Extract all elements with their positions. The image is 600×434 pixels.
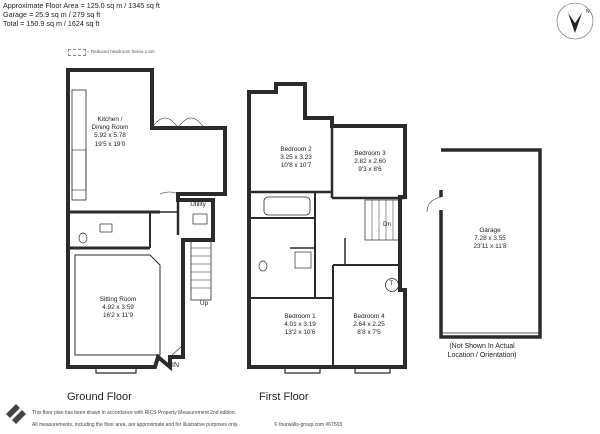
ground-floor-plan [66,68,227,374]
room-bedroom-3: Bedroom 3 2.82 x 2.60 9'3 x 8'6 [354,150,386,174]
footer-disclaimer: All measurements, including the floor ar… [32,422,239,428]
room-kitchen-dining: Kitchen / Dining Room 5.92 x 5.78 19'5 x… [91,116,129,148]
tank-marker: T [389,281,394,287]
svg-text:N: N [586,9,590,15]
garage-location-note: (Not Shown In Actual Location / Orientat… [447,343,517,359]
footer-rics-note: This floor plan has been drawn in accord… [32,410,236,416]
fourwalls-logo-icon [6,404,26,424]
stairs-down-marker: Dn [383,221,392,228]
room-bedroom-2: Bedroom 2 3.25 x 3.23 10'8 x 10'7 [280,146,312,170]
area-garage: Garage = 25.9 sq m / 279 sq ft [3,10,101,19]
garage-plan [426,148,542,339]
footer-copyright: © fourwalls-group.com #67503 [274,422,343,428]
compass-north-arrow-icon: N [556,2,594,40]
entrance-marker: IN [172,362,179,369]
room-utility: Utility [190,201,206,208]
room-sitting: Sitting Room 4.92 x 3.59 16'2 x 11'9 [99,296,137,320]
first-floor-plan [247,82,407,374]
legend-text: = Reduced headroom below 1.5m [87,48,155,54]
stairs-up-marker: Up [200,300,209,307]
legend-swatch [68,49,86,56]
room-bedroom-4: Bedroom 4 2.64 x 2.25 8'8 x 7'5 [353,313,385,337]
room-garage: Garage 7.28 x 3.55 23'11 x 11'8 [473,227,507,251]
area-grand-total: Total = 150.9 sq m / 1624 sq ft [3,19,100,28]
area-approx-total: Approximate Floor Area = 125.0 sq m / 13… [3,1,160,10]
first-floor-label: First Floor [259,391,309,403]
room-bedroom-1: Bedroom 1 4.01 x 3.19 13'2 x 10'6 [284,313,316,337]
ground-floor-label: Ground Floor [67,391,132,403]
